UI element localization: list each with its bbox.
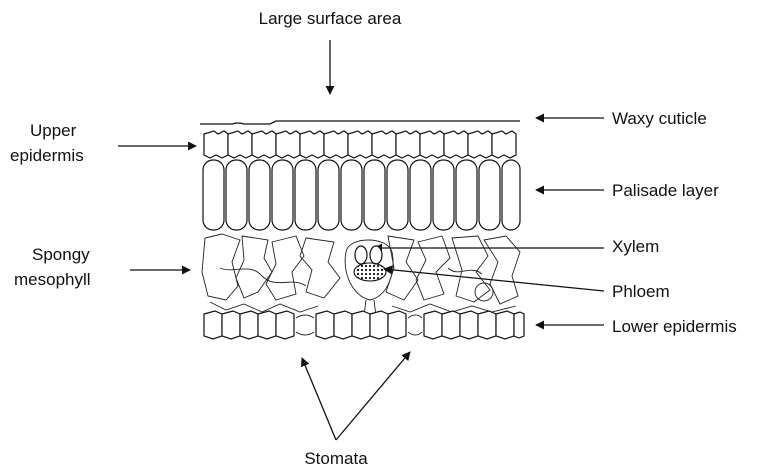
xylem-vessel-left — [355, 246, 367, 264]
xylem-vessel-right — [370, 246, 382, 264]
label-lower-epidermis: Lower epidermis — [612, 317, 737, 336]
label-spongy-mesophyll-line1: Spongy — [32, 245, 90, 264]
label-palisade-layer: Palisade layer — [612, 181, 719, 200]
phloem-tissue — [354, 263, 386, 281]
lower-epidermis-cells — [204, 311, 524, 339]
label-large-surface-area: Large surface area — [259, 9, 402, 28]
label-xylem: Xylem — [612, 237, 659, 256]
label-waxy-cuticle: Waxy cuticle — [612, 109, 707, 128]
arrow-stomata-left — [302, 358, 336, 440]
arrow-stomata-right — [336, 352, 410, 440]
leaf-illustration — [200, 121, 524, 339]
label-stomata: Stomata — [304, 449, 368, 468]
label-spongy-mesophyll-line2: mesophyll — [14, 270, 91, 289]
palisade-cells — [203, 160, 520, 230]
vascular-bundle — [345, 240, 393, 316]
waxy-cuticle-line — [200, 121, 520, 124]
label-upper-epidermis-line2: epidermis — [10, 146, 84, 165]
upper-epidermis-cells — [204, 131, 516, 158]
label-phloem: Phloem — [612, 282, 670, 301]
label-upper-epidermis-line1: Upper — [30, 121, 77, 140]
